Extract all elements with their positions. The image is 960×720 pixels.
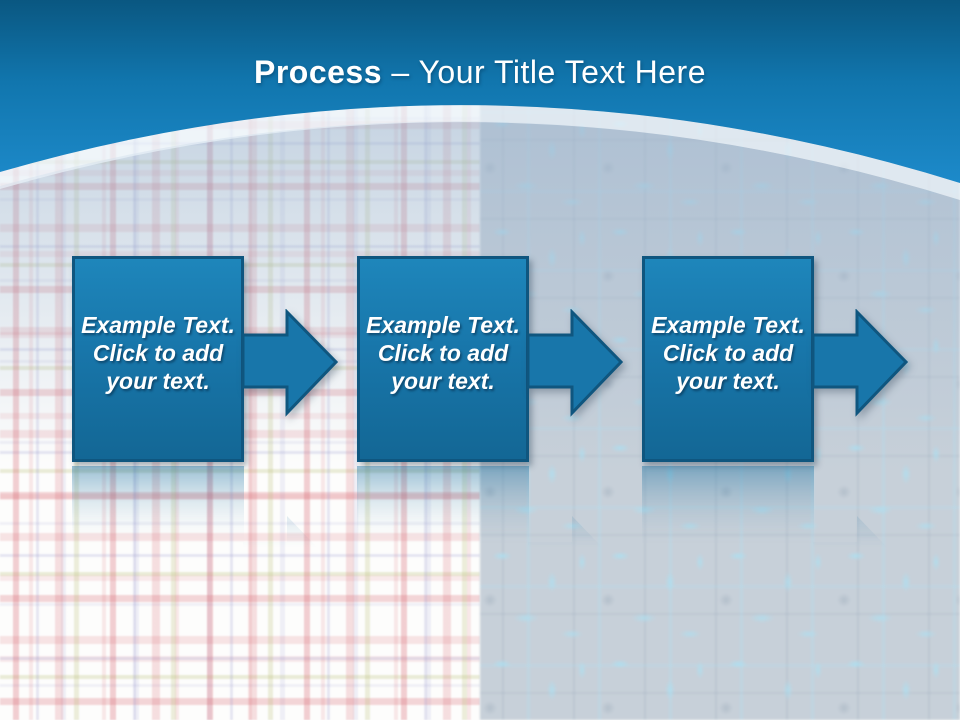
text-line: Click to add	[662, 340, 794, 366]
right-arrow-icon	[812, 309, 908, 417]
step-2-reflection	[357, 466, 627, 554]
text-line: Example Text.	[651, 312, 805, 338]
text-line: your text.	[391, 368, 495, 394]
step-3-reflection	[642, 466, 912, 554]
arrow-reflection	[243, 516, 336, 554]
arrow-reflection	[813, 516, 906, 554]
process-step-3: Example Text. Click to add your text.	[642, 256, 912, 566]
text-line: Click to add	[377, 340, 509, 366]
text-line: Example Text.	[81, 312, 235, 338]
process-box-3-text: Example Text. Click to add your text.	[645, 259, 811, 395]
header-light-band	[0, 105, 960, 200]
text-line: your text.	[676, 368, 780, 394]
box-reflection	[72, 466, 244, 554]
right-arrow-icon	[527, 309, 623, 417]
box-reflection	[357, 466, 529, 554]
process-box-1-text: Example Text. Click to add your text.	[75, 259, 241, 395]
header-shape	[0, 0, 960, 183]
arrow-reflection	[528, 516, 621, 554]
text-line: your text.	[106, 368, 210, 394]
process-step-1: Example Text. Click to add your text.	[72, 256, 342, 566]
process-step-2: Example Text. Click to add your text.	[357, 256, 627, 566]
process-box-2[interactable]: Example Text. Click to add your text.	[357, 256, 529, 462]
slide-title-rest: – Your Title Text Here	[391, 54, 706, 90]
process-box-3[interactable]: Example Text. Click to add your text.	[642, 256, 814, 462]
slide-title: Process – Your Title Text Here	[0, 54, 960, 91]
slide-title-emphasis: Process	[253, 54, 383, 90]
text-line: Click to add	[92, 340, 224, 366]
text-line: Example Text.	[366, 312, 520, 338]
box-reflection	[642, 466, 814, 554]
process-box-1[interactable]: Example Text. Click to add your text.	[72, 256, 244, 462]
right-arrow-icon	[242, 309, 338, 417]
process-box-2-text: Example Text. Click to add your text.	[360, 259, 526, 395]
step-1-reflection	[72, 466, 342, 554]
